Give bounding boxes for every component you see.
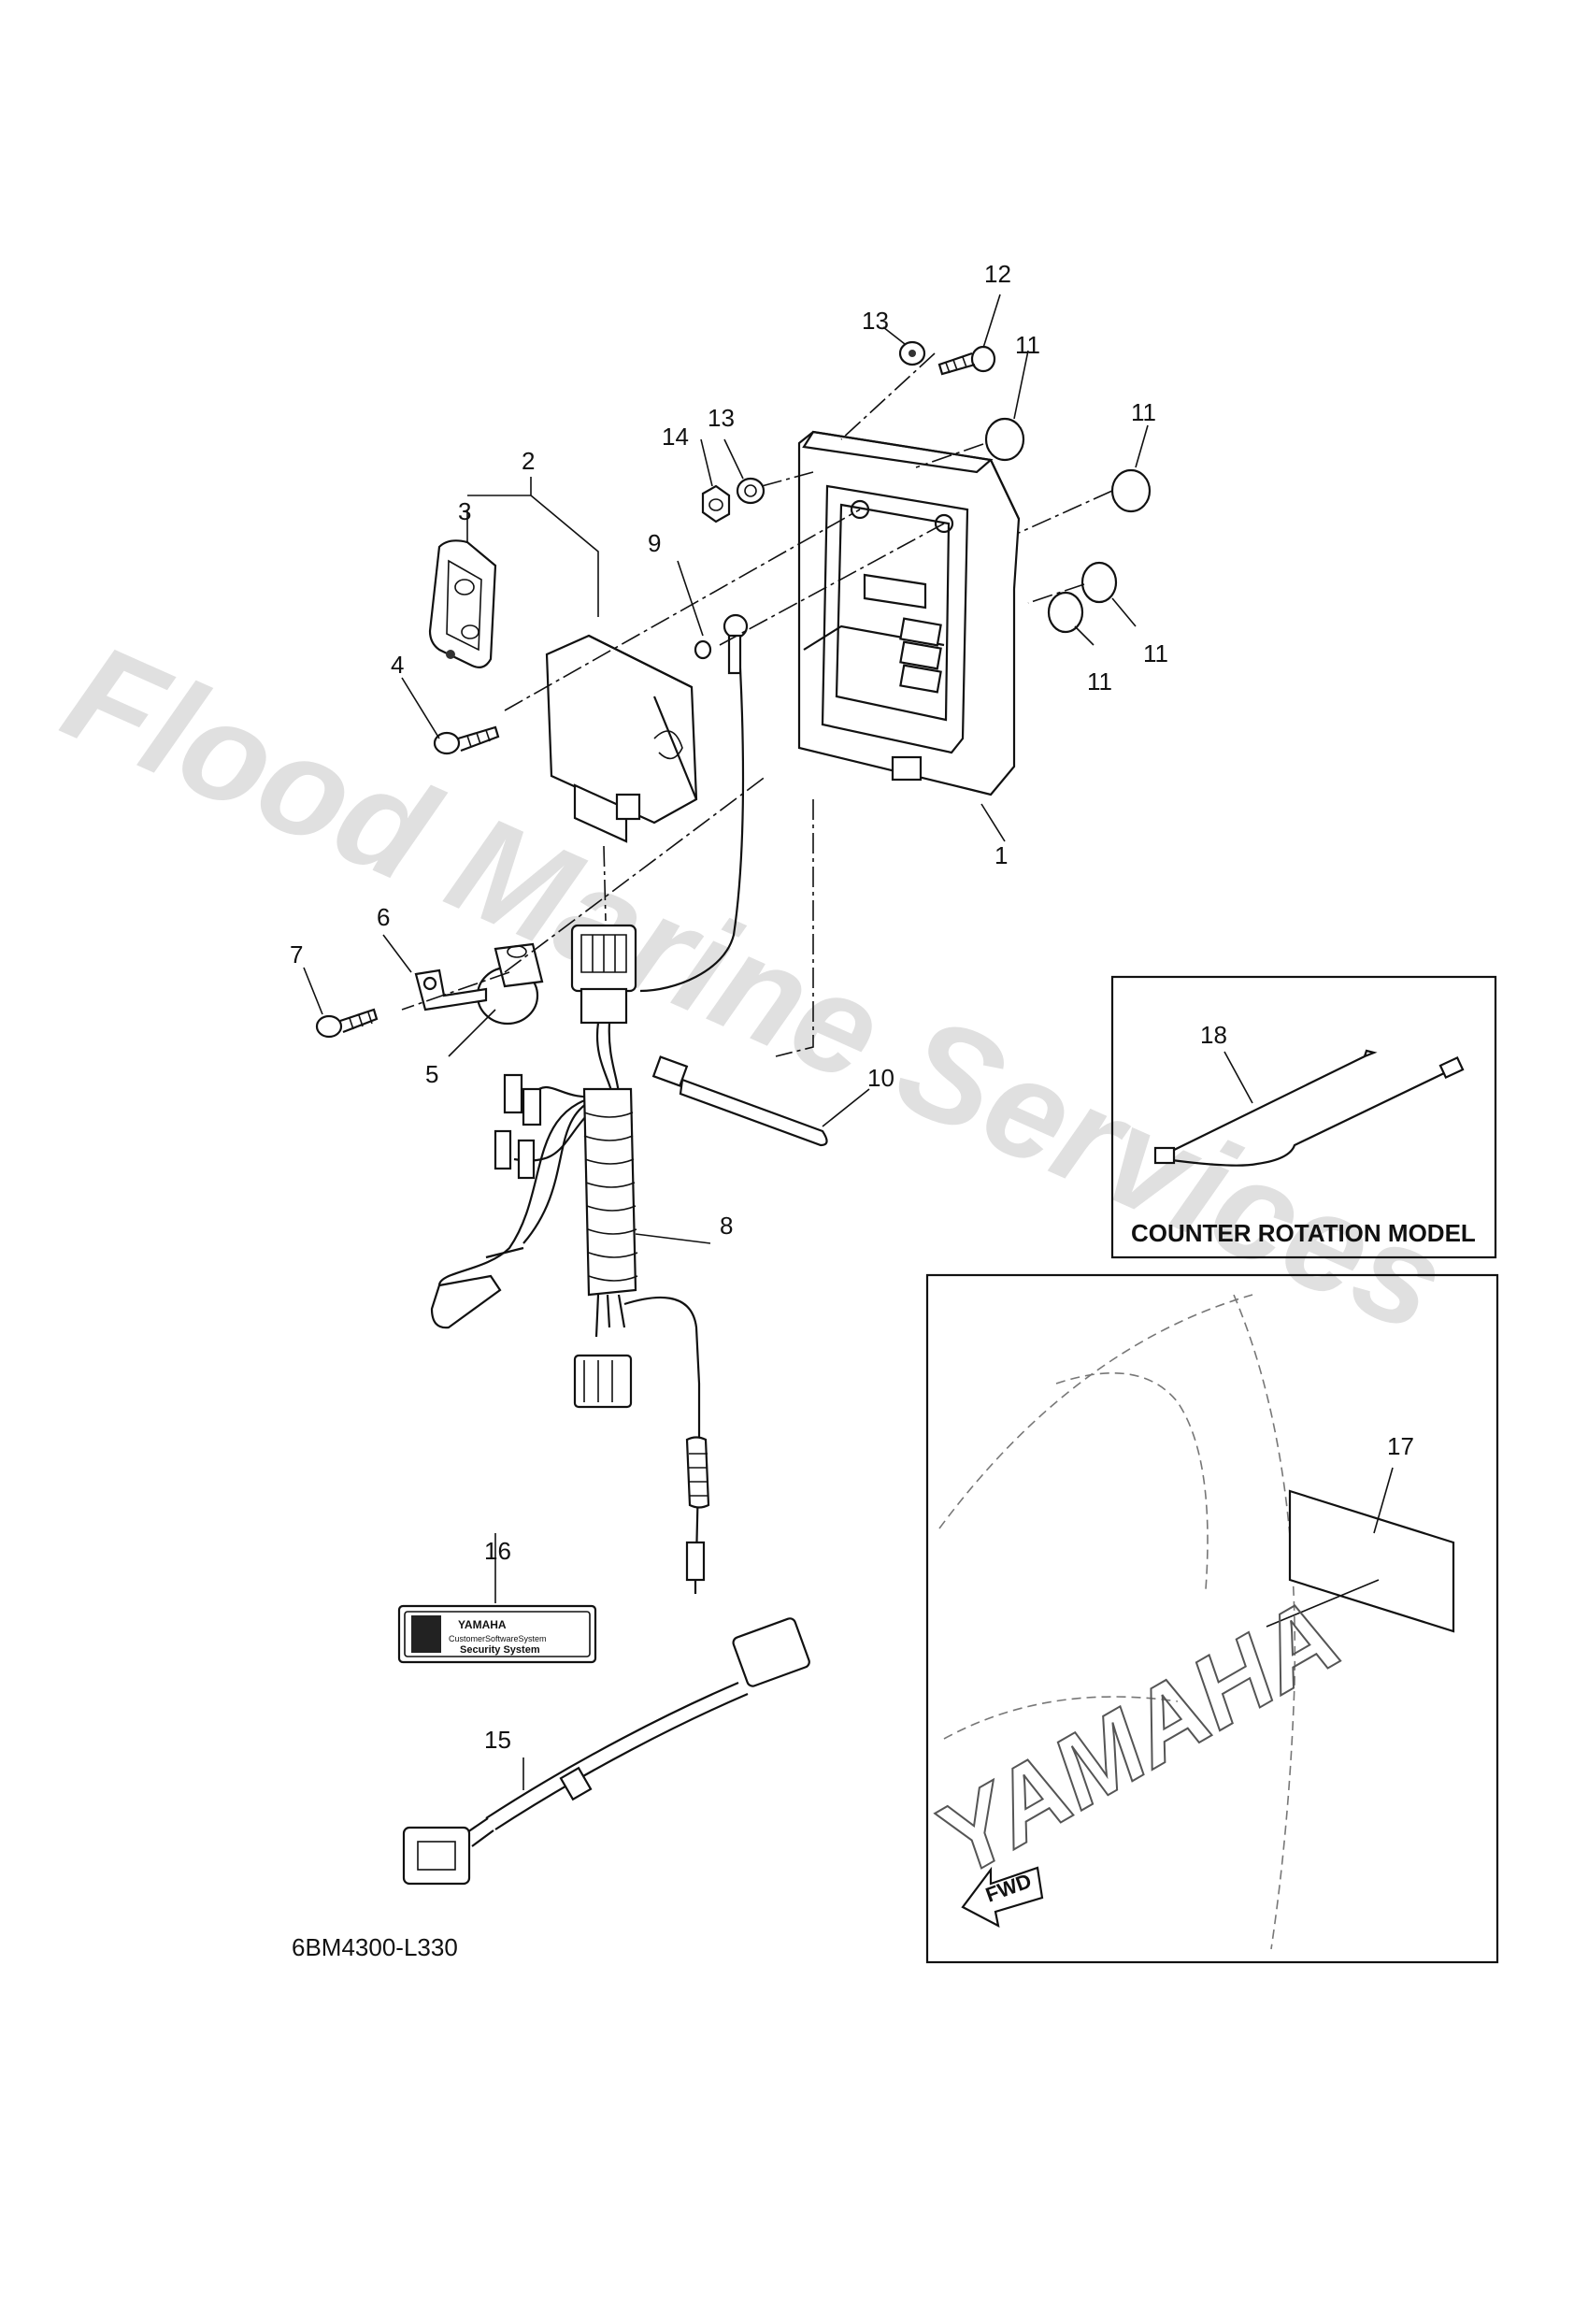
callout-13-a: 13 (862, 307, 889, 335)
inset-counter-rotation: 18 COUNTER ROTATION MODEL (1110, 975, 1497, 1259)
callout-labels: 1 2 3 4 5 6 7 8 9 10 11 11 11 11 12 13 1… (290, 260, 1168, 1754)
part-6-bracket (414, 968, 488, 1011)
callout-14: 14 (662, 423, 689, 451)
callout-15: 15 (484, 1726, 511, 1754)
watermark-text: Flood Marine Services (44, 613, 1467, 1362)
callout-18: 18 (1200, 1021, 1227, 1049)
callout-1: 1 (994, 841, 1008, 869)
part-14-nut (701, 484, 731, 524)
part-4-screw (433, 725, 500, 755)
part-13-washers (736, 340, 926, 505)
part-5-grommet (476, 942, 544, 1026)
diagram-code: 6BM4300-L330 (292, 1933, 458, 1961)
callout-4: 4 (391, 651, 404, 679)
callout-12: 12 (984, 260, 1011, 288)
callout-11-a: 11 (1015, 331, 1040, 359)
callout-17: 17 (1387, 1432, 1414, 1460)
callout-10: 10 (867, 1064, 894, 1092)
part-8-wire-harness (430, 613, 749, 1594)
part-12-screw (937, 345, 996, 376)
part-16-security-label: YAMAHA CustomerSoftwareSystem Security S… (397, 1604, 597, 1664)
callout-2: 2 (522, 447, 535, 475)
callout-6: 6 (377, 903, 390, 931)
part-10-cable-tie (651, 1055, 828, 1147)
part-9-o-ring (694, 639, 712, 660)
part-2-control-unit (545, 634, 698, 843)
callout-3: 3 (458, 497, 471, 525)
callout-8: 8 (720, 1212, 733, 1240)
part-1-junction-box (797, 430, 1021, 796)
part-15-extension-harness (402, 1617, 810, 1886)
conduit (582, 1087, 638, 1297)
callout-5: 5 (425, 1060, 438, 1088)
leader-lines (303, 294, 1149, 1790)
callout-11-d: 11 (1087, 667, 1112, 696)
callout-16: 16 (484, 1537, 511, 1565)
callout-7: 7 (290, 940, 303, 968)
inset-decal: 17 YAMAHA FWD (916, 1273, 1499, 1964)
security-label-brand: YAMAHA (458, 1618, 507, 1631)
callout-9: 9 (648, 529, 661, 557)
security-label-line2: CustomerSoftwareSystem (449, 1634, 547, 1643)
security-label-line3: Security System (460, 1644, 540, 1656)
part-3-cover (428, 539, 497, 668)
part-7-screw (315, 1008, 379, 1039)
assembly-lines (401, 352, 1113, 1057)
callout-11-b: 11 (1131, 398, 1156, 426)
callout-13-b: 13 (708, 404, 735, 432)
callout-11-c: 11 (1143, 639, 1168, 667)
counter-rotation-caption: COUNTER ROTATION MODEL (1131, 1219, 1476, 1247)
